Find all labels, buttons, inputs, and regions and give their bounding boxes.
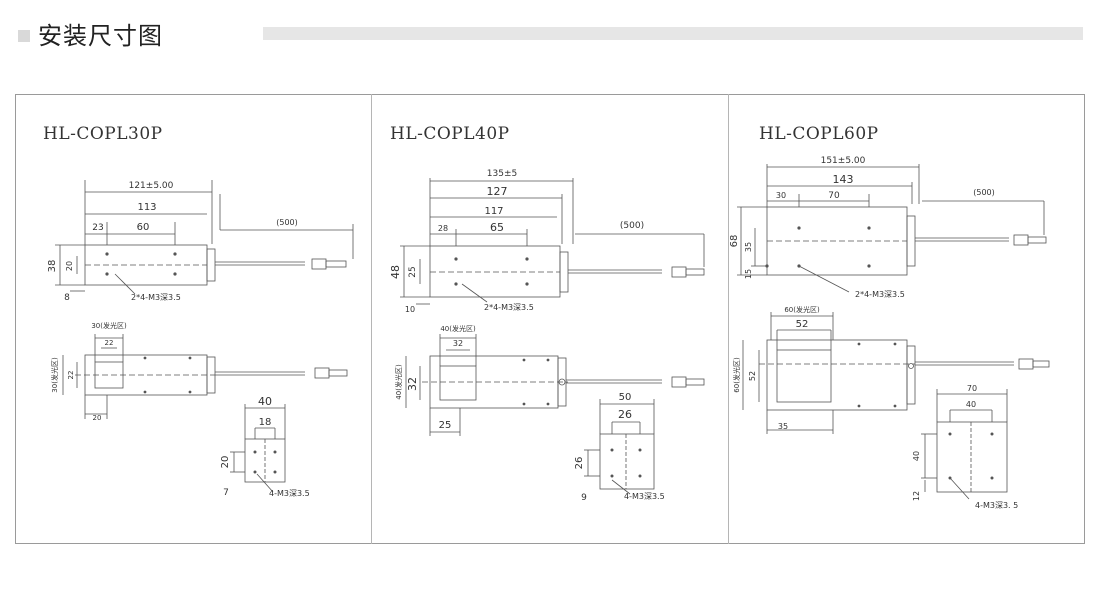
dim-w32: 32 <box>453 339 463 348</box>
dim-w26: 26 <box>618 408 632 421</box>
drawing-copl40p: 135±5 127 117 28 65 (500) 48 25 10 2*4-M… <box>389 169 705 503</box>
dim-h40: 40(发光区) <box>394 364 403 400</box>
panel-divider <box>728 94 729 544</box>
dim-w30: 30 <box>776 191 786 200</box>
dim-h10: 10 <box>405 305 415 314</box>
dim-emit: 40(发光区) <box>440 324 476 333</box>
dim-w70: 70 <box>828 191 840 201</box>
top-body <box>766 339 908 411</box>
dim-overall: 151±5.00 <box>821 156 866 166</box>
panel-copl30p: HL-COPL30P <box>15 94 371 544</box>
dim-h20: 20 <box>220 456 231 469</box>
dim-h9: 9 <box>581 493 587 503</box>
dim-w18: 18 <box>259 417 272 428</box>
dim-w28: 28 <box>438 224 448 233</box>
dim-h7: 7 <box>223 488 229 498</box>
page-title: 安装尺寸图 <box>38 22 163 50</box>
dim-h38: 38 <box>47 260 58 273</box>
section-header: 安装尺寸图 <box>0 0 1100 60</box>
dim-h40: 40 <box>912 451 921 461</box>
end-body <box>936 421 1008 493</box>
holes-label: 2*4-M3深3.5 <box>131 293 181 302</box>
dim-h35: 35 <box>744 242 753 252</box>
header-rule <box>263 27 1083 40</box>
dim-h32: 32 <box>406 377 419 391</box>
drawing-copl60p: 151±5.00 143 30 70 (500) 68 35 15 2*4-M3… <box>729 156 1050 510</box>
drawing-copl30p: 121±5.00 113 23 60 (500) 38 20 8 2*4-M3深… <box>47 180 354 498</box>
dim-cable: (500) <box>276 218 298 227</box>
dim-h20: 20 <box>65 261 74 271</box>
holes-label: 2*4-M3深3.5 <box>855 290 905 299</box>
end-holes-label: 4-M3深3.5 <box>624 492 665 501</box>
end-holes-label: 4-M3深3.5 <box>269 489 310 498</box>
model-name: HL-COPL40P <box>390 124 510 144</box>
dim-w22: 22 <box>105 339 114 347</box>
emit-window <box>439 365 477 401</box>
dim-w20: 20 <box>93 414 102 422</box>
dim-cable: (500) <box>620 221 644 231</box>
dim-emit: 60(发光区) <box>784 305 820 314</box>
dim-w35: 35 <box>778 422 788 431</box>
dim-h22: 22 <box>67 371 75 380</box>
drawing-frame <box>15 94 1085 544</box>
end-holes-label: 4-M3深3. 5 <box>975 501 1018 510</box>
panel-copl60p: HL-COPL60P <box>729 94 1085 544</box>
dim-h48: 48 <box>389 265 402 279</box>
header-marker <box>18 30 30 42</box>
panel-divider <box>371 94 372 544</box>
dim-h52: 52 <box>748 371 757 381</box>
dim-body: 113 <box>137 202 156 213</box>
dim-w65: 65 <box>490 221 504 234</box>
dim-w50: 50 <box>619 392 632 403</box>
dim-w117: 117 <box>484 206 503 217</box>
dim-body: 143 <box>833 173 854 186</box>
model-name: HL-COPL30P <box>43 124 163 144</box>
dim-w25: 25 <box>439 420 452 431</box>
dim-w60: 60 <box>137 222 150 233</box>
dim-emit: 30(发光区) <box>91 321 127 330</box>
dim-h8: 8 <box>64 293 70 303</box>
holes-label: 2*4-M3深3.5 <box>484 303 534 312</box>
dim-h26: 26 <box>574 457 585 470</box>
model-name: HL-COPL60P <box>759 124 879 144</box>
dim-h12: 12 <box>912 491 921 501</box>
dim-w40: 40 <box>966 400 976 409</box>
dim-overall: 121±5.00 <box>129 181 174 191</box>
dim-w40: 40 <box>258 395 272 408</box>
dim-w23: 23 <box>92 223 103 233</box>
dim-h25: 25 <box>408 266 418 277</box>
emit-window <box>776 349 832 403</box>
dim-h60: 60(发光区) <box>732 357 741 393</box>
dim-h68: 68 <box>729 235 740 248</box>
panel-copl40p: HL-COPL40P <box>372 94 728 544</box>
dim-overall: 135±5 <box>487 169 517 179</box>
dim-h30: 30(发光区) <box>50 357 59 393</box>
emit-window <box>94 361 124 389</box>
dim-h15: 15 <box>744 269 753 279</box>
dim-cable: (500) <box>973 188 995 197</box>
dim-w52: 52 <box>796 319 809 330</box>
end-body <box>599 433 655 490</box>
side-body <box>429 245 561 298</box>
dim-w70: 70 <box>967 384 977 393</box>
dim-body: 127 <box>487 185 508 198</box>
